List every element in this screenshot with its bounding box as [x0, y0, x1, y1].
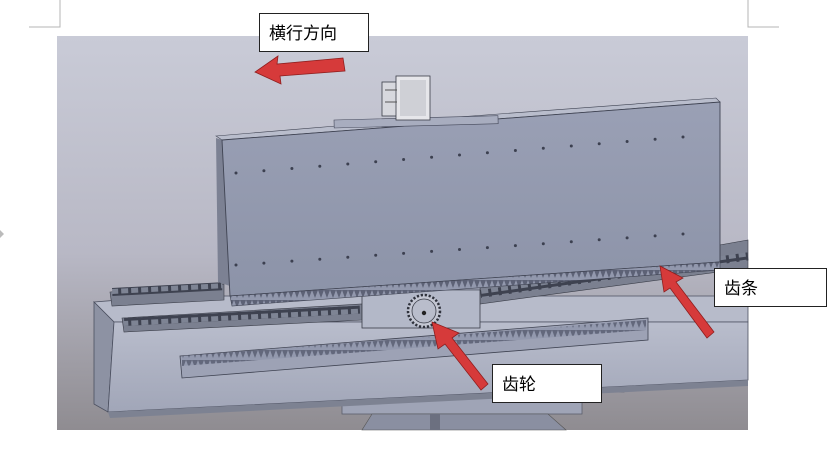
plate-hole — [541, 146, 545, 150]
plate-hole — [653, 137, 657, 141]
guide-rail-left — [109, 282, 363, 333]
plate-hole — [402, 158, 406, 161]
label-rack: 齿条 — [714, 268, 827, 307]
plate-hole — [346, 162, 350, 166]
margin-marker — [0, 230, 4, 238]
label-traverse-direction: 横行方向 — [259, 13, 369, 52]
plate-hole — [625, 140, 629, 143]
plate-hole — [597, 142, 601, 146]
plate-hole — [374, 253, 378, 257]
plate-hole — [681, 135, 685, 139]
plate-hole — [513, 244, 517, 248]
plate-hole — [262, 261, 266, 265]
plate-hole — [318, 257, 322, 261]
arrow-to-gear — [431, 321, 489, 391]
label-gear-text: 齿轮 — [502, 375, 536, 395]
plate-hole — [625, 236, 629, 240]
plate-hole — [290, 167, 294, 170]
plate-hole — [346, 255, 350, 259]
label-rack-text: 齿条 — [724, 279, 758, 299]
plate-hole — [653, 234, 657, 238]
gear — [406, 293, 442, 329]
arrow-traverse-direction — [254, 55, 346, 85]
plate-hole — [234, 171, 238, 175]
lower-rack — [179, 317, 649, 379]
plate-hole — [290, 259, 294, 263]
plate-hole — [458, 248, 461, 251]
plate-hole — [681, 232, 685, 236]
motor — [333, 75, 499, 129]
plate-hole — [430, 249, 434, 253]
plate-hole — [430, 155, 434, 159]
plate-hole — [458, 153, 461, 157]
arrow-to-rack — [659, 265, 715, 339]
plate-holes — [234, 135, 685, 267]
plate-hole — [262, 169, 266, 173]
plate-hole — [597, 238, 601, 242]
label-traverse-direction-text: 横行方向 — [269, 24, 337, 44]
plate-hole — [541, 242, 545, 246]
page-corner-marks — [29, 0, 779, 28]
plate-hole — [485, 246, 489, 250]
plate-hole — [318, 164, 322, 168]
plate-hole — [569, 144, 573, 148]
label-gear: 齿轮 — [492, 364, 602, 403]
plate-hole — [374, 160, 378, 164]
plate-hole — [234, 263, 238, 267]
plate-hole — [513, 149, 517, 152]
plate-hole — [485, 151, 489, 155]
plate-hole — [402, 251, 406, 255]
plate-hole — [569, 240, 573, 244]
